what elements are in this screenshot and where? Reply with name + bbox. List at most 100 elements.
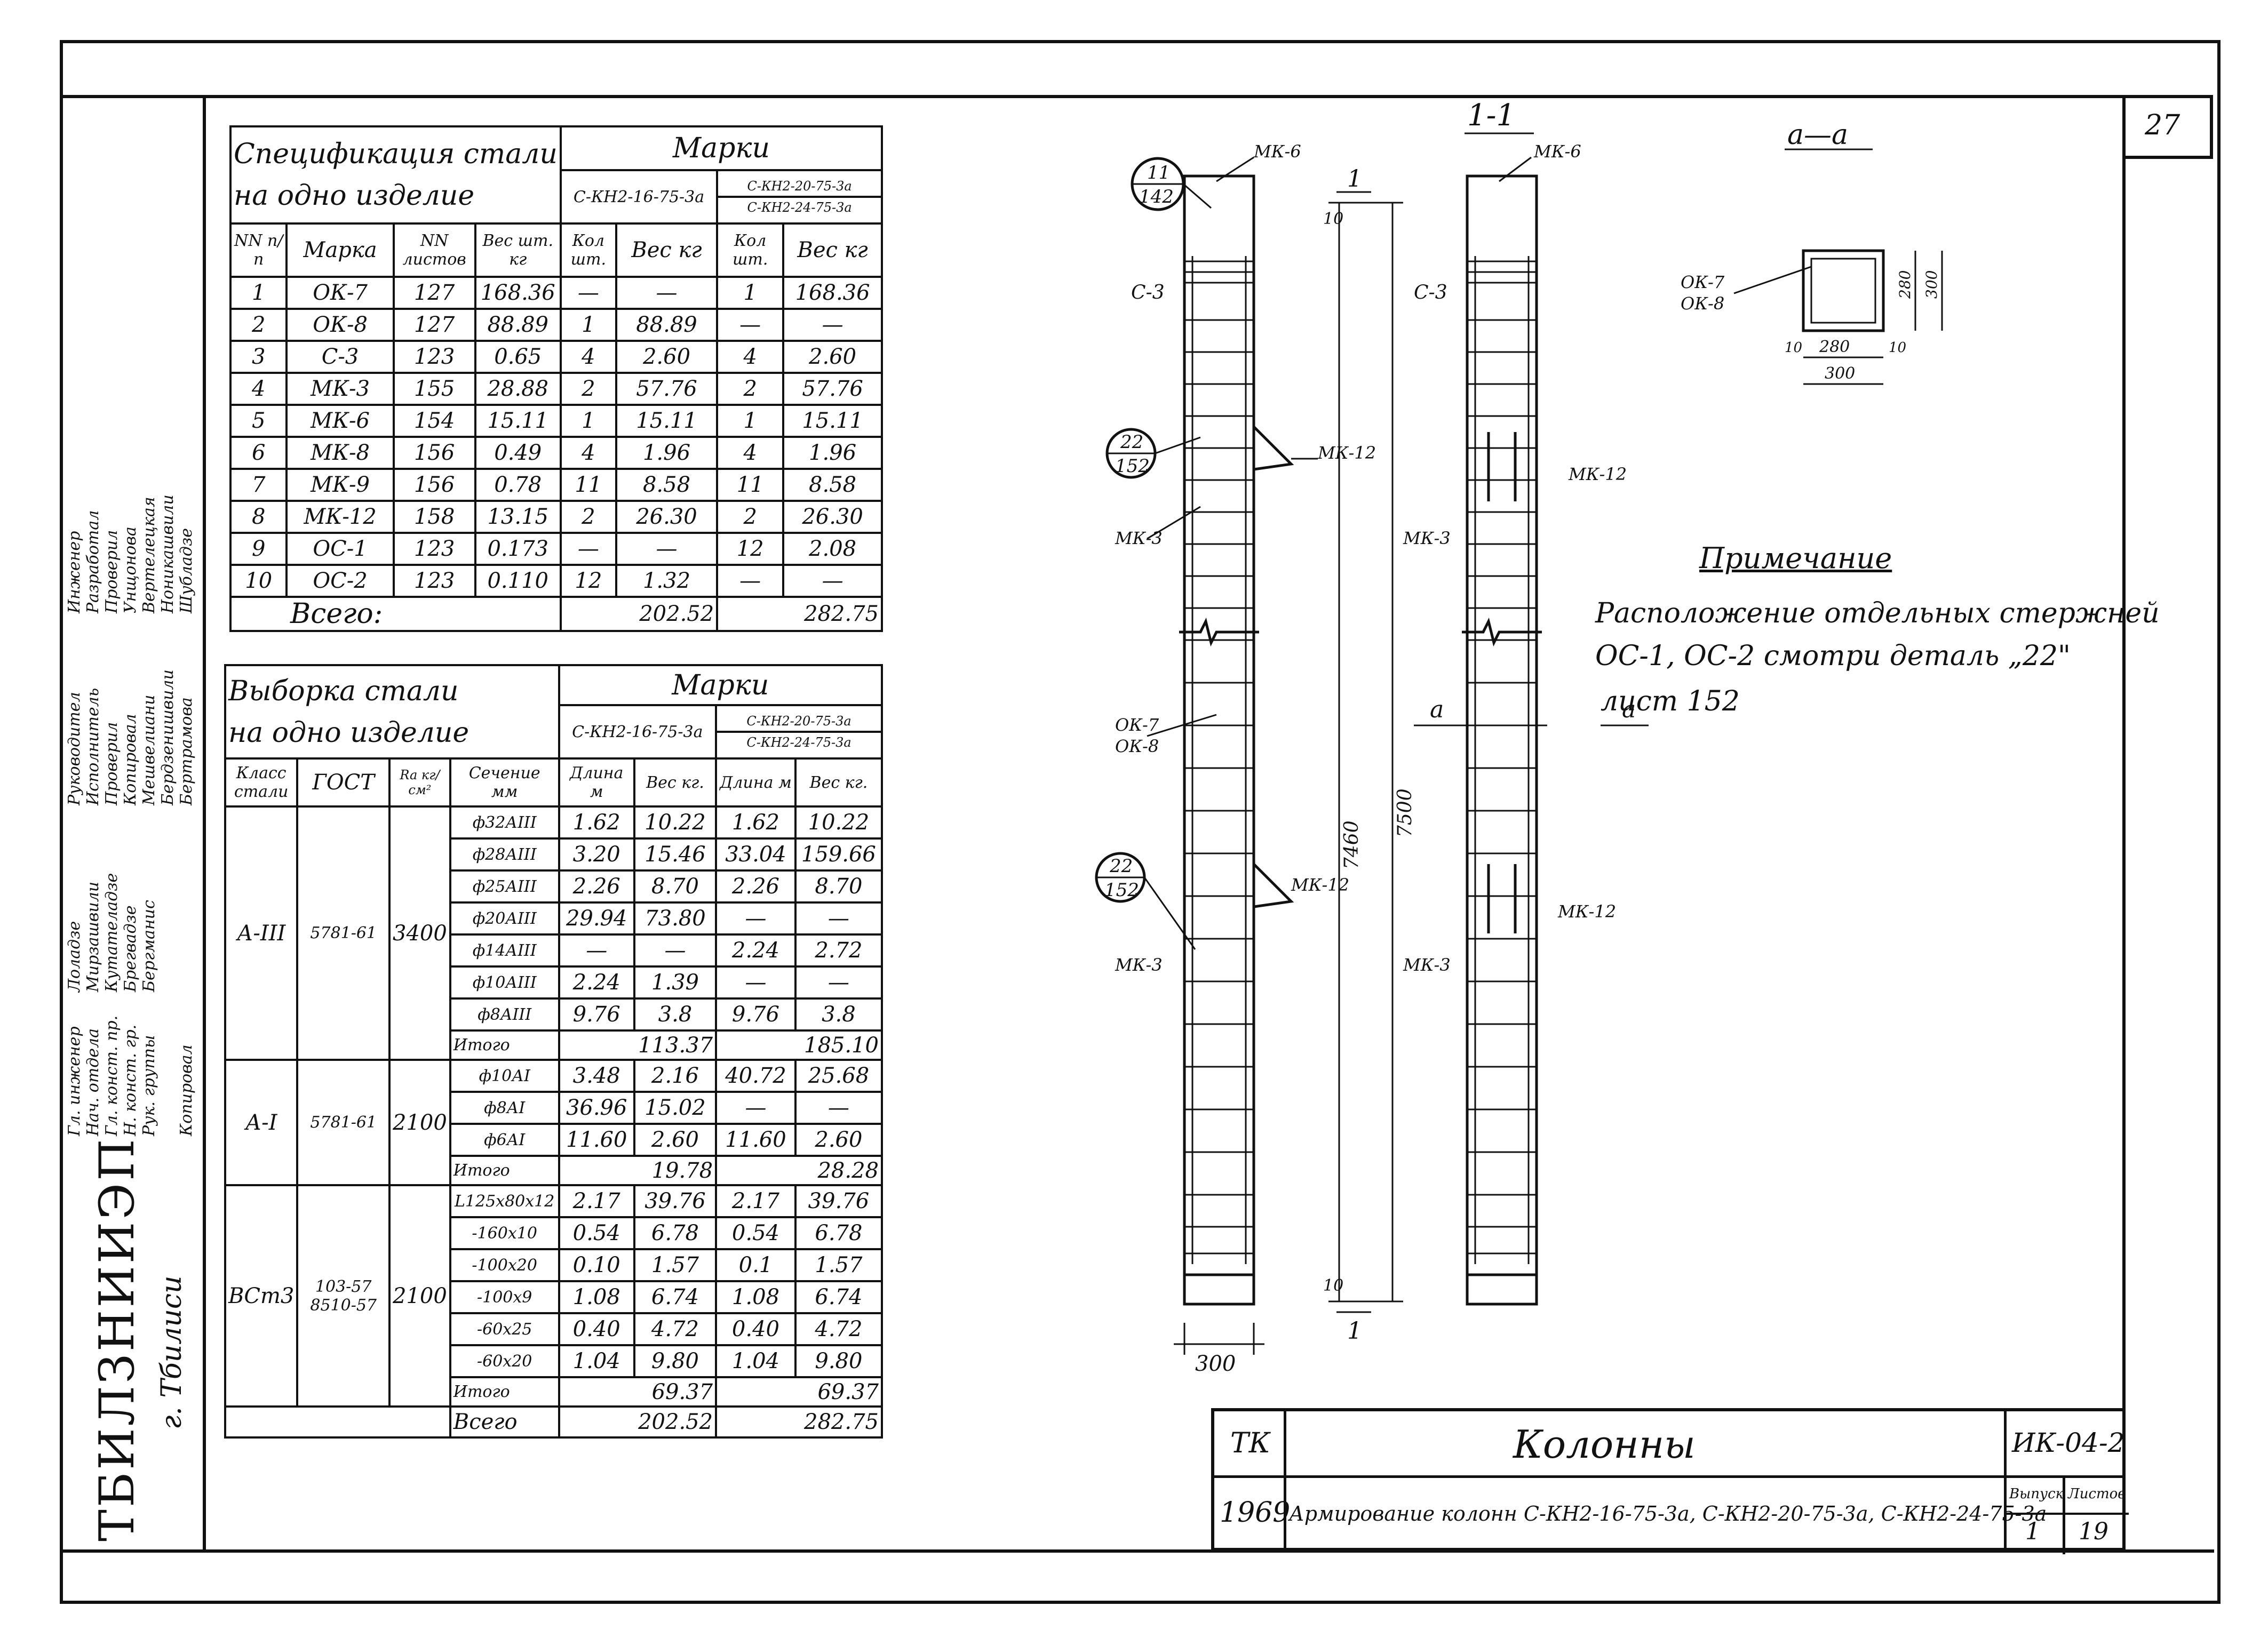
spec-cell: 2.08 <box>782 532 883 566</box>
sel-h-length-1: Длина м <box>558 757 635 808</box>
spec-total-label: Всего: <box>229 596 562 632</box>
spec-cell: МК-3 <box>285 372 395 406</box>
sel-h-gost: ГОСТ <box>296 757 391 808</box>
sel-title-2: на одно изделие <box>228 716 469 749</box>
sig-name-3: Кутателадзе <box>102 873 121 992</box>
sel-gost: 5781-61 <box>296 1059 391 1186</box>
sig-role-1: Гл. инженер <box>65 1026 84 1136</box>
sel-value-cell: 2.24 <box>558 965 635 1000</box>
sel-value-cell: 39.76 <box>633 1184 718 1218</box>
spec-cell: МК-8 <box>285 436 395 470</box>
dim-10-top: 10 <box>1323 210 1343 228</box>
frame-right-line <box>2122 95 2126 1551</box>
sel-section-cell: -100х9 <box>449 1280 560 1314</box>
spec-cell: 12 <box>716 532 785 566</box>
spec-cell: 8.58 <box>615 468 719 502</box>
sig-extra-6: Шубладзе <box>177 528 196 613</box>
dim-7460: 7460 <box>1341 820 1363 869</box>
spec-cell: 2 <box>559 500 617 534</box>
sel-value-cell: 15.02 <box>633 1091 718 1125</box>
spec-cell: — <box>615 532 719 566</box>
sel-value-cell: 0.40 <box>558 1312 635 1346</box>
spec-cell: — <box>716 564 785 598</box>
spec-cell: 1 <box>229 276 288 310</box>
spec-cell: 26.30 <box>615 500 719 534</box>
spec-cell: 1.96 <box>782 436 883 470</box>
dim-280-section: 280 <box>1819 338 1850 356</box>
spec-cell: 4 <box>716 436 785 470</box>
frame-top-line <box>60 95 2124 98</box>
sel-value-cell: 0.54 <box>715 1216 797 1250</box>
sel-value-cell: 36.96 <box>558 1091 635 1125</box>
spec-cell: — <box>559 532 617 566</box>
sel-subtotal-value: 185.10 <box>715 1029 883 1061</box>
spec-title-2: на одно изделие <box>234 180 475 212</box>
spec-mark-1: С-КН2-16-75-3а <box>559 169 719 225</box>
spec-cell: 12 <box>559 564 617 598</box>
sel-value-cell: 4.72 <box>794 1312 884 1346</box>
sel-value-cell: 1.39 <box>633 965 718 1000</box>
sel-ra: 3400 <box>388 805 451 1061</box>
stirrups-right <box>1467 260 1537 1255</box>
sel-value-cell: 9.76 <box>558 997 635 1032</box>
sig-role-7: Исполнитель <box>84 688 102 805</box>
label-mk6-left: МК-6 <box>1253 141 1301 162</box>
sel-section-cell: ф10АIII <box>449 965 560 1000</box>
spec-cell: 156 <box>392 436 476 470</box>
spec-cell: 11 <box>716 468 785 502</box>
stamp-sheet: 19 <box>2079 1518 2108 1545</box>
spec-cell: 6 <box>229 436 288 470</box>
spec-cell: 26.30 <box>782 500 883 534</box>
sel-section-cell: ф28АIII <box>449 837 560 872</box>
spec-cell: 4 <box>229 372 288 406</box>
sel-value-cell: 2.17 <box>558 1184 635 1218</box>
spec-cell: — <box>615 276 719 310</box>
sel-value-cell: 29.94 <box>558 901 635 936</box>
section-mark-1-top: 1 <box>1347 165 1362 193</box>
section-aa-outline <box>1802 249 1885 332</box>
spec-cell: ОК-7 <box>285 276 395 310</box>
sel-ra: 2100 <box>388 1059 451 1186</box>
sel-subtotal-value: 19.78 <box>558 1155 718 1186</box>
spec-cell: — <box>782 308 883 342</box>
spec-cell: 10 <box>229 564 288 598</box>
dim-300-section: 300 <box>1825 364 1855 383</box>
label-ok8: ОК-8 <box>1115 736 1159 756</box>
spec-cell: 2 <box>229 308 288 342</box>
sel-value-cell: 2.16 <box>633 1059 718 1093</box>
sel-value-cell: — <box>715 1091 797 1125</box>
dim-280-section-vertical: 280 <box>1896 270 1914 299</box>
sel-subtotal-value: 28.28 <box>715 1155 883 1186</box>
sel-value-cell: 1.62 <box>715 805 797 840</box>
sel-value-cell: 2.24 <box>715 933 797 968</box>
dim-10-section-left: 10 <box>1785 340 1802 356</box>
sel-value-cell: — <box>558 933 635 968</box>
column-elevation-left-outline <box>1183 174 1255 1306</box>
corbel-lower-left <box>1253 863 1294 908</box>
label-mk12-upper-left: МК-12 <box>1317 443 1376 463</box>
sel-value-cell: — <box>633 933 718 968</box>
spec-cell: 57.76 <box>615 372 719 406</box>
spec-cell: 1.32 <box>615 564 719 598</box>
spec-cell: 123 <box>392 340 476 374</box>
spec-cell: 88.89 <box>474 308 562 342</box>
sel-value-cell: 40.72 <box>715 1059 797 1093</box>
sel-value-cell: 1.57 <box>794 1248 884 1282</box>
callout-152-bottom: 152 <box>1104 880 1139 901</box>
callout-22-bottom: 22 <box>1109 856 1133 877</box>
spec-cell: 7 <box>229 468 288 502</box>
sel-value-cell: 0.1 <box>715 1248 797 1282</box>
sel-value-cell: 3.8 <box>633 997 718 1032</box>
callout-142: 142 <box>1139 186 1174 207</box>
spec-cell: 123 <box>392 564 476 598</box>
label-mk3-upper-right: МК-3 <box>1403 528 1451 548</box>
sel-value-cell: 4.72 <box>633 1312 718 1346</box>
label-c3-left: С-3 <box>1131 282 1165 303</box>
sel-value-cell: — <box>715 965 797 1000</box>
sig-role-5: Рук. группы <box>140 1035 158 1136</box>
